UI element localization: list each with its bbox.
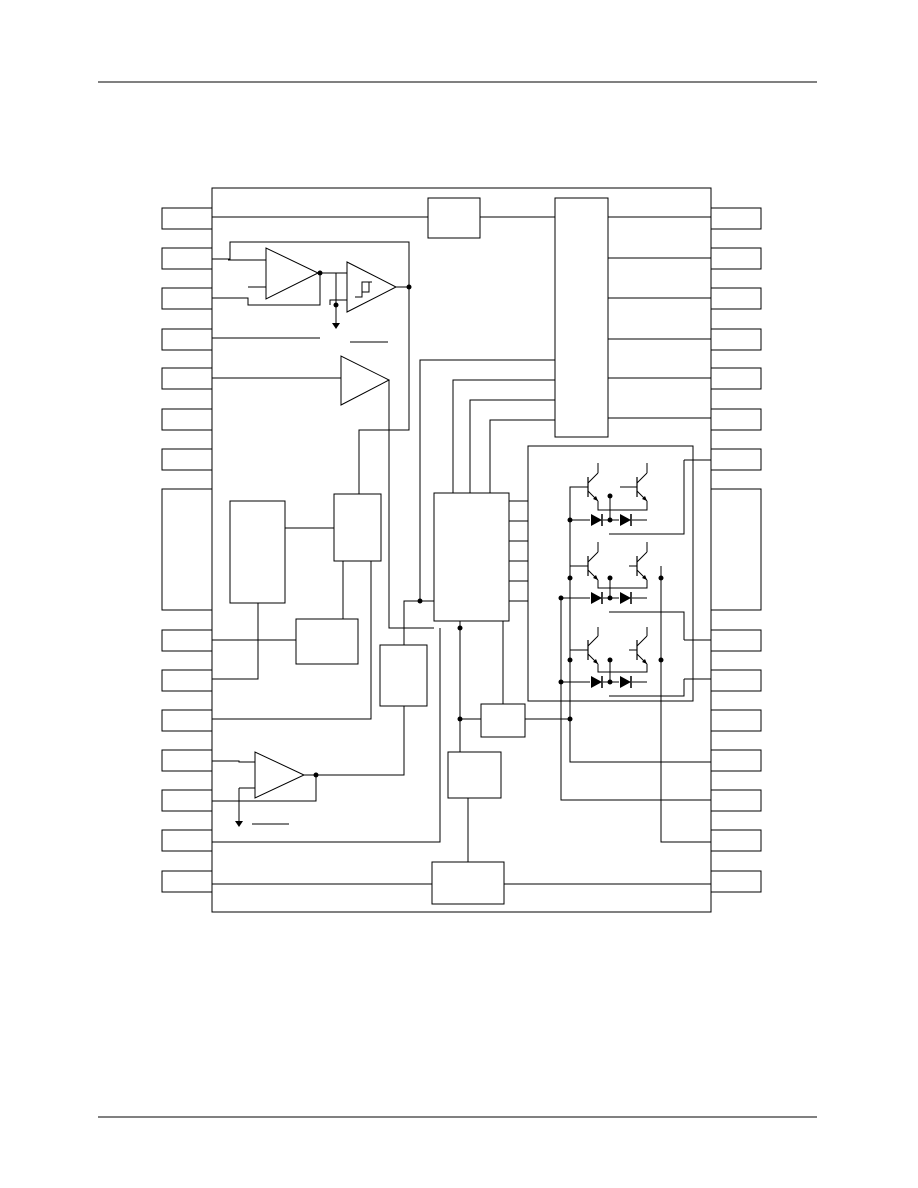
right-pin-14 <box>710 829 762 852</box>
sense-block <box>480 703 526 738</box>
vertical-block <box>379 644 428 707</box>
right-tall-block <box>554 197 609 438</box>
left-pin-13 <box>161 789 213 812</box>
left-pin-1 <box>161 207 213 230</box>
left-pin-6 <box>161 408 213 431</box>
mid-block <box>333 493 382 562</box>
right-pin-1 <box>710 207 762 230</box>
top-center-block <box>427 197 481 239</box>
left-pin-2 <box>161 247 213 270</box>
right-pin-6 <box>710 408 762 431</box>
bottom-mid-block <box>447 751 502 799</box>
hysteresis-symbol <box>355 281 372 298</box>
logic-block <box>433 492 510 622</box>
right-pin-2 <box>710 247 762 270</box>
amplifier-2 <box>340 355 391 406</box>
schmitt-buffer <box>346 261 398 313</box>
small-block <box>295 618 359 665</box>
left-pin-8 <box>161 488 213 611</box>
comparator-1 <box>265 247 320 300</box>
hysteresis-symbol-2 <box>362 282 370 293</box>
left-pin-11 <box>161 709 213 732</box>
left-pin-7 <box>161 448 213 471</box>
chip-outline <box>211 187 712 913</box>
left-pin-15 <box>161 870 213 893</box>
comparator-3 <box>254 751 306 799</box>
junction-dots <box>313 270 664 778</box>
right-pin-11 <box>710 709 762 732</box>
left-pin-10 <box>161 669 213 692</box>
left-pin-5 <box>161 367 213 390</box>
ground-icon-2 <box>235 788 243 827</box>
right-pin-8 <box>710 488 762 611</box>
left-pin-3 <box>161 287 213 310</box>
output-bridge <box>527 445 694 702</box>
wires <box>212 216 711 885</box>
left-pin-14 <box>161 829 213 852</box>
right-pin-15 <box>710 870 762 893</box>
right-pin-13 <box>710 789 762 812</box>
left-pin-9 <box>161 629 213 652</box>
right-pin-5 <box>710 367 762 390</box>
right-pin-4 <box>710 328 762 351</box>
left-pin-4 <box>161 328 213 351</box>
right-pin-7 <box>710 448 762 471</box>
right-pin-9 <box>710 629 762 652</box>
left-tall-block <box>229 500 286 604</box>
bridge-transistors <box>579 472 648 665</box>
right-pin-3 <box>710 287 762 310</box>
ground-icon <box>332 310 340 329</box>
right-pin-12 <box>710 749 762 772</box>
left-pins <box>161 207 213 893</box>
left-pin-12 <box>161 749 213 772</box>
right-pin-10 <box>710 669 762 692</box>
right-pins <box>710 207 762 893</box>
bottom-center-block <box>431 861 505 905</box>
bridge-wiring <box>561 463 662 683</box>
